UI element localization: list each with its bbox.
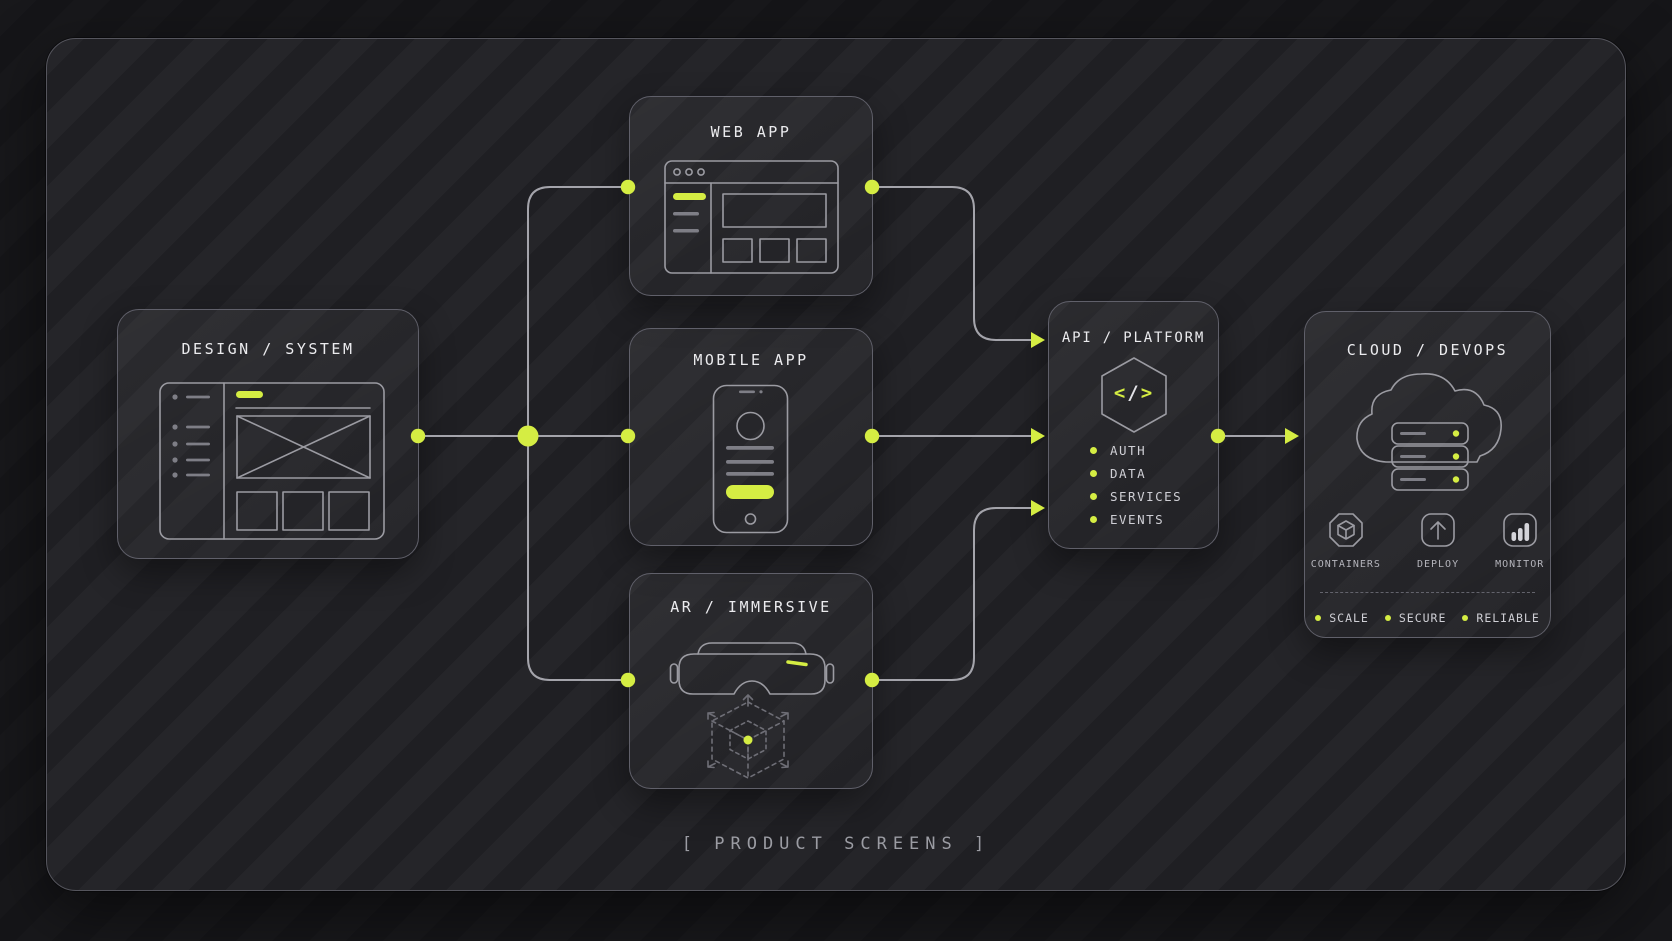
code-glyph: </> bbox=[1113, 382, 1155, 404]
accent-highlight bbox=[786, 660, 808, 667]
diagram-caption: [ PRODUCT SCREENS ] bbox=[681, 834, 991, 854]
devops-tools-row: CONTAINERS DEPLOY MONI bbox=[1305, 511, 1550, 570]
accent-pill bbox=[673, 193, 706, 200]
node-api-platform: API / PLATFORM </> AUTH DATA SERVICES EV… bbox=[1048, 301, 1219, 549]
outer-frame: DESIGN / SYSTEM bbox=[46, 38, 1626, 891]
node-title: CLOUD / DEVOPS bbox=[1346, 341, 1509, 359]
tool-deploy: DEPLOY bbox=[1417, 511, 1459, 570]
node-web-app: WEB APP bbox=[629, 96, 873, 296]
list-item: EVENTS bbox=[1090, 512, 1182, 527]
home-button-icon bbox=[744, 513, 757, 525]
window-controls-icon bbox=[673, 168, 705, 176]
code-hexagon-icon bbox=[1101, 357, 1167, 433]
containers-icon bbox=[1329, 513, 1363, 547]
vr-headset-icon bbox=[669, 642, 835, 695]
node-design-system: DESIGN / SYSTEM bbox=[117, 309, 419, 559]
bullet-dot-icon bbox=[1090, 493, 1097, 500]
monitor-icon bbox=[1502, 513, 1537, 547]
qualities-row: SCALE SECURE RELIABLE bbox=[1305, 611, 1550, 625]
quality-item: RELIABLE bbox=[1462, 611, 1539, 625]
phone-mockup-icon bbox=[712, 384, 789, 534]
accent-pill bbox=[236, 391, 263, 398]
cloud-servers-icon bbox=[1356, 373, 1502, 491]
cube-3d-icon bbox=[707, 694, 789, 779]
bullet-dot-icon bbox=[1090, 447, 1097, 454]
api-capability-list: AUTH DATA SERVICES EVENTS bbox=[1090, 443, 1182, 527]
node-mobile-app: MOBILE APP bbox=[629, 328, 873, 546]
bullet-dot-icon bbox=[1384, 615, 1391, 621]
list-item: DATA bbox=[1090, 466, 1182, 481]
server-rack-icon bbox=[1391, 422, 1469, 491]
bullet-dot-icon bbox=[1090, 470, 1097, 477]
bullet-dot-icon bbox=[1090, 516, 1097, 523]
deploy-icon bbox=[1421, 513, 1455, 547]
browser-mockup-icon bbox=[664, 160, 839, 274]
tool-containers: CONTAINERS bbox=[1311, 511, 1381, 570]
node-title: AR / IMMERSIVE bbox=[670, 598, 832, 616]
dashed-divider bbox=[1320, 592, 1535, 593]
accent-button-pill bbox=[726, 485, 774, 499]
list-item: SERVICES bbox=[1090, 489, 1182, 504]
sidebar-list-icon bbox=[172, 394, 210, 478]
accent-center-dot bbox=[743, 735, 753, 745]
quality-item: SECURE bbox=[1384, 611, 1447, 625]
avatar-icon bbox=[736, 411, 765, 441]
tool-monitor: MONITOR bbox=[1495, 511, 1544, 570]
node-cloud-devops: CLOUD / DEVOPS bbox=[1304, 311, 1551, 638]
node-title: WEB APP bbox=[710, 123, 792, 141]
node-title: DESIGN / SYSTEM bbox=[181, 340, 355, 358]
node-title: MOBILE APP bbox=[693, 351, 809, 369]
quality-item: SCALE bbox=[1315, 611, 1369, 625]
image-placeholder-icon bbox=[236, 415, 371, 479]
design-wireframe-icon bbox=[159, 382, 385, 540]
bullet-dot-icon bbox=[1462, 615, 1469, 621]
bullet-dot-icon bbox=[1315, 615, 1322, 621]
node-title: API / PLATFORM bbox=[1061, 330, 1206, 346]
list-item: AUTH bbox=[1090, 443, 1182, 458]
node-ar-immersive: AR / IMMERSIVE bbox=[629, 573, 873, 789]
